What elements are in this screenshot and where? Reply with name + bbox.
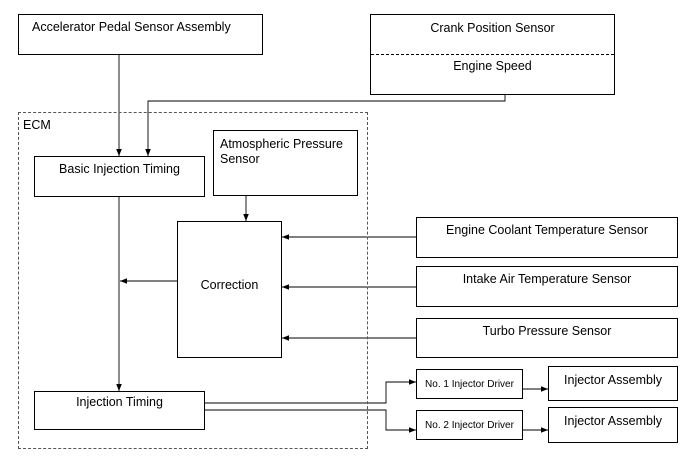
atmospheric-pressure-sensor-label-line2: Sensor <box>220 152 260 166</box>
crank-box-divider <box>371 54 614 55</box>
engine-coolant-temperature-sensor-box: Engine Coolant Temperature Sensor <box>416 217 678 258</box>
intake-air-temperature-sensor-box: Intake Air Temperature Sensor <box>416 266 678 307</box>
injector-assembly-2-label: Injector Assembly <box>564 414 662 428</box>
intake-air-temperature-sensor-label: Intake Air Temperature Sensor <box>462 272 632 286</box>
crank-position-sensor-label: Crank Position Sensor <box>430 21 555 35</box>
arrow-injection-to-driver1 <box>205 379 416 404</box>
ecm-boundary: ECM <box>18 112 368 449</box>
arrow-engine-speed-to-basic <box>145 95 506 156</box>
atmospheric-pressure-sensor-label-line1: Atmospheric Pressure <box>220 137 343 151</box>
engine-coolant-temperature-sensor-label: Engine Coolant Temperature Sensor <box>446 223 648 237</box>
basic-injection-timing-box: Basic Injection Timing <box>34 156 205 197</box>
injector-assembly-1-label: Injector Assembly <box>564 373 662 387</box>
injector-driver-1-box: No. 1 Injector Driver <box>416 369 523 399</box>
crank-position-sensor-box: Crank Position Sensor Engine Speed <box>370 14 615 95</box>
correction-label: Correction <box>200 278 259 292</box>
arrow-injection-to-driver2 <box>205 409 416 433</box>
injector-driver-2-label: No. 2 Injector Driver <box>425 420 514 431</box>
correction-box: Correction <box>177 221 282 358</box>
injector-assembly-1-box: Injector Assembly <box>548 366 678 401</box>
injection-timing-box: Injection Timing <box>34 391 205 430</box>
accelerator-pedal-sensor-box: Accelerator Pedal Sensor Assembly <box>18 14 263 55</box>
turbo-pressure-sensor-label: Turbo Pressure Sensor <box>482 324 612 338</box>
injector-assembly-2-box: Injector Assembly <box>548 407 678 443</box>
ecm-label: ECM <box>23 118 51 132</box>
injector-driver-1-label: No. 1 Injector Driver <box>425 379 514 390</box>
basic-injection-timing-label: Basic Injection Timing <box>59 162 180 176</box>
injection-timing-label: Injection Timing <box>76 395 163 409</box>
accelerator-pedal-sensor-label: Accelerator Pedal Sensor Assembly <box>32 20 231 34</box>
engine-speed-label: Engine Speed <box>453 59 532 73</box>
turbo-pressure-sensor-box: Turbo Pressure Sensor <box>416 318 678 358</box>
atmospheric-pressure-sensor-box: Atmospheric Pressure Sensor <box>213 130 358 196</box>
injector-driver-2-box: No. 2 Injector Driver <box>416 410 523 440</box>
